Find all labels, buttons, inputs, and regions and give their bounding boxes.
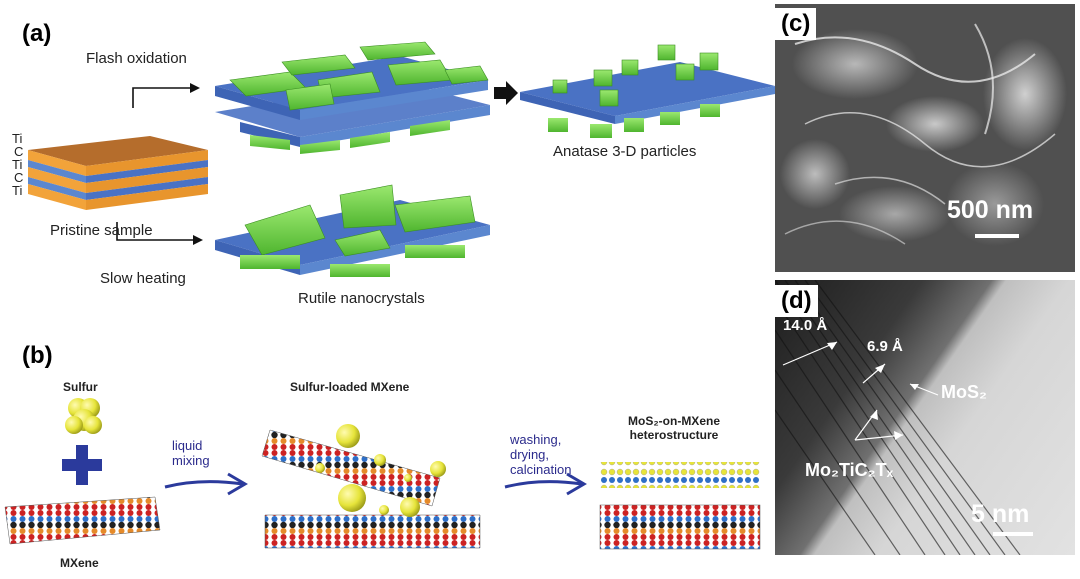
flash-arrow — [132, 87, 198, 108]
tem-image: 14.0 Å 6.9 Å MoS₂ Mo₂TiC₂Tₓ 5 nm — [775, 280, 1075, 555]
washing-label: washing, drying, calcination — [510, 432, 571, 477]
sem-texture — [784, 23, 1056, 245]
pristine-stack — [28, 136, 208, 210]
rutile-plate — [215, 184, 490, 277]
slow-heating-label: Slow heating — [100, 270, 186, 287]
hetero-line-1: MoS₂-on-MXene — [628, 414, 720, 428]
mxene-annotation: Mo₂TiC₂Tₓ — [805, 460, 894, 480]
slow-arrowhead — [193, 235, 203, 245]
mxene-slab — [4, 496, 161, 545]
slow-arrow — [116, 222, 200, 241]
layer-label: Ti — [12, 131, 23, 146]
panel-a-label: (a) — [22, 20, 52, 47]
layer-label: Ti — [12, 157, 23, 172]
drying-line: drying, — [510, 447, 550, 462]
hetero-line-2: heterostructure — [629, 428, 719, 442]
washing-line: washing, — [510, 432, 562, 447]
heterostructure-label: MoS₂-on-MXene heterostructure — [628, 414, 720, 442]
mos2-annotation: MoS₂ — [941, 382, 987, 402]
plus-icon — [62, 445, 102, 485]
layer-label: C — [14, 144, 24, 159]
sulfur-loaded-label: Sulfur-loaded MXene — [290, 380, 410, 394]
mos2-layer — [600, 462, 760, 488]
layer-labels: Ti C Ti C Ti — [12, 132, 23, 197]
arrow-liquid-mixing — [164, 472, 248, 496]
arrow-washing — [504, 472, 587, 496]
flash-arrowhead — [190, 83, 200, 93]
tem-scale-bar — [993, 532, 1033, 536]
panel-c-label: (c) — [775, 8, 817, 40]
pristine-sample-label: Pristine sample — [50, 222, 153, 239]
sulfur-cluster — [65, 398, 102, 434]
anatase-label: Anatase 3-D particles — [553, 143, 697, 160]
tem-scale-label: 5 nm — [971, 500, 1030, 528]
tem-fringes — [775, 280, 1021, 555]
flash-plate — [215, 41, 490, 154]
mxene-label: MXene — [60, 556, 99, 570]
layer-label: Ti — [12, 183, 23, 198]
rutile-label: Rutile nanocrystals — [298, 290, 425, 307]
liquid-line: liquid — [172, 438, 203, 453]
panel-b-label: (b) — [22, 342, 53, 369]
sem-image: 500 nm — [775, 4, 1075, 272]
calcination-line: calcination — [510, 462, 572, 477]
sulfur-particles — [315, 424, 446, 517]
mixing-line: mixing — [172, 453, 210, 468]
loaded-bottom-slab — [264, 514, 481, 549]
anatase-plate — [520, 44, 775, 138]
liquid-mixing-label: liquid mixing — [172, 438, 210, 468]
layer-label: C — [14, 170, 24, 185]
tem-spacing-2: 6.9 Å — [867, 338, 903, 355]
hetero-mxene-slab — [599, 504, 761, 550]
sulfur-label: Sulfur — [63, 380, 98, 394]
scale-bar — [975, 234, 1019, 238]
block-arrow — [494, 81, 518, 105]
sem-scale-label: 500 nm — [947, 196, 1034, 224]
tem-spacing-1: 14.0 Å — [783, 317, 828, 334]
panel-d-label: (d) — [775, 285, 818, 317]
flash-oxidation-label: Flash oxidation — [86, 50, 187, 67]
